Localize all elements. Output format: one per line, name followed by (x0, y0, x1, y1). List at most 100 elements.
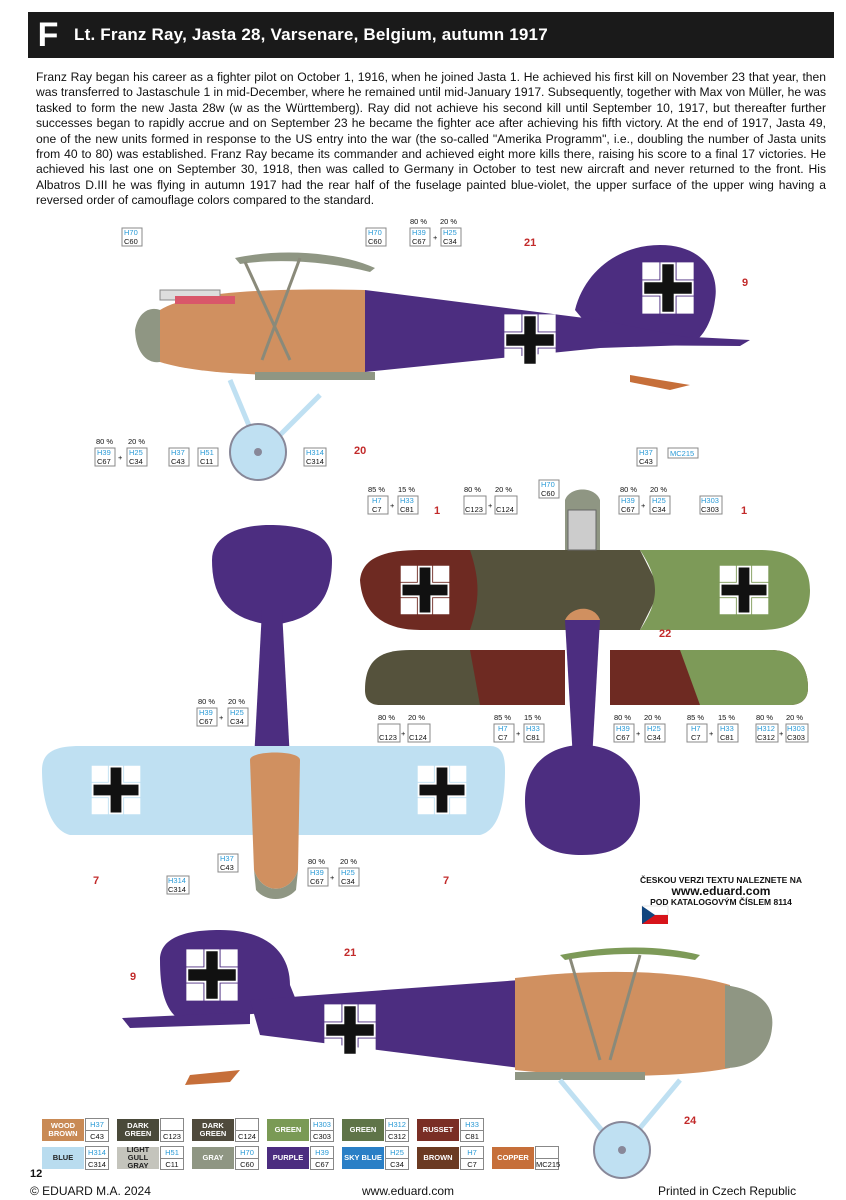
code-c11-a: C11 (200, 457, 213, 466)
code-h7-c: H7 (691, 724, 701, 733)
header-bar: F Lt. Franz Ray, Jasta 28, Varsenare, Be… (28, 12, 834, 58)
czech-flag-icon (641, 905, 669, 924)
legend-codes: C123 (160, 1118, 184, 1142)
note-line2: POD KATALOGOVÝM ČÍSLEM 8114 (650, 897, 792, 907)
pct-20-f: 20 % (408, 713, 425, 722)
callout-22: 22 (659, 628, 671, 640)
scheme-title: Lt. Franz Ray, Jasta 28, Varsenare, Belg… (74, 25, 548, 44)
code-h314-a: H314 (306, 448, 324, 457)
code-h33-b: H33 (526, 724, 540, 733)
side-profile-left (135, 245, 750, 481)
code-h37-c: H37 (220, 854, 234, 863)
pct-80-f: 80 % (378, 713, 395, 722)
scheme-letter: F (37, 15, 59, 54)
callout-21-top: 21 (524, 237, 536, 249)
note-url[interactable]: www.eduard.com (671, 884, 771, 898)
code-h25-b: H25 (129, 448, 143, 457)
legend-color-name: BROWN (417, 1147, 459, 1169)
plus-a: + (433, 233, 438, 242)
code-c7-a: C7 (372, 505, 382, 514)
code-c34-d: C34 (230, 717, 244, 726)
legend-codes: MC215 (535, 1146, 560, 1170)
code-c314-a: C314 (306, 457, 324, 466)
pct-20-g: 20 % (644, 713, 661, 722)
legend-color-name: SKY BLUE (342, 1147, 384, 1169)
code-c60-c: C60 (541, 489, 555, 498)
code-c60-a: C60 (124, 237, 138, 246)
plus-g: + (401, 729, 406, 738)
upper-wing-plan (360, 489, 810, 630)
copyright: © EDUARD M.A. 2024 (30, 1184, 151, 1198)
legend-color-name: WOOD BROWN (42, 1119, 84, 1141)
pct-20-h: 20 % (786, 713, 803, 722)
code-h70-c: H70 (541, 480, 555, 489)
legend-color-name: GREEN (267, 1119, 309, 1141)
code-c43-b: C43 (639, 457, 653, 466)
code-c81-b: C81 (526, 733, 540, 742)
code-h37-b: H37 (639, 448, 653, 457)
pct-20-e: 20 % (228, 697, 245, 706)
pct-85-b: 85 % (494, 713, 511, 722)
code-h25-f: H25 (341, 868, 355, 877)
pct-80-d: 80 % (620, 485, 637, 494)
czech-version-note: ČESKOU VERZI TEXTU NALEZNETE NA www.edua… (640, 875, 802, 908)
code-h39-e: H39 (616, 724, 630, 733)
code-c67-b: C67 (97, 457, 111, 466)
code-h7-a: H7 (372, 496, 382, 505)
legend-color-name: LIGHT GULL GRAY (117, 1146, 159, 1170)
code-h39-f: H39 (310, 868, 324, 877)
pct-15-c: 15 % (718, 713, 735, 722)
plus-i: + (636, 729, 641, 738)
code-c7-c: C7 (691, 733, 701, 742)
pct-80-b: 80 % (96, 437, 113, 446)
legend-color-name: RUSSET (417, 1119, 459, 1141)
plus-j: + (709, 729, 714, 738)
code-c60-b: C60 (368, 237, 382, 246)
pct-80-h: 80 % (756, 713, 773, 722)
legend-swatch: COPPER MC215 (492, 1146, 560, 1170)
side-profile-right (122, 930, 773, 1179)
pct-85-c: 85 % (687, 713, 704, 722)
footer-site[interactable]: www.eduard.com (362, 1184, 455, 1198)
code-c7-b: C7 (498, 733, 508, 742)
code-c123-a: C123 (465, 505, 483, 514)
legend-swatch: DARK GREEN C124 (192, 1118, 259, 1142)
code-c124-a: C124 (496, 505, 514, 514)
code-c81-a: C81 (400, 505, 414, 514)
note-line1: ČESKOU VERZI TEXTU NALEZNETE NA (640, 875, 802, 885)
code-h303-a: H303 (701, 496, 719, 505)
code-h303-b: H303 (787, 724, 805, 733)
plus-l: + (330, 873, 335, 882)
callout-9-bottom: 9 (130, 971, 136, 983)
lower-wings-top (365, 608, 808, 855)
plus-c: + (390, 501, 395, 510)
bottom-view (42, 525, 505, 899)
code-h33-c: H33 (720, 724, 734, 733)
plus-d: + (488, 501, 493, 510)
pct-80-i: 80 % (308, 857, 325, 866)
code-h39-a: H39 (412, 228, 426, 237)
pct-80-g: 80 % (614, 713, 631, 722)
legend-color-name: DARK GREEN (117, 1119, 159, 1141)
code-c34-f: C34 (341, 877, 355, 886)
pct-15-a: 15 % (398, 485, 415, 494)
callout-1-right: 1 (741, 505, 747, 517)
plus-h: + (516, 729, 521, 738)
legend-swatch: DARK GREEN C123 (117, 1118, 184, 1142)
pct-20-c: 20 % (495, 485, 512, 494)
code-c34-a: C34 (443, 237, 457, 246)
